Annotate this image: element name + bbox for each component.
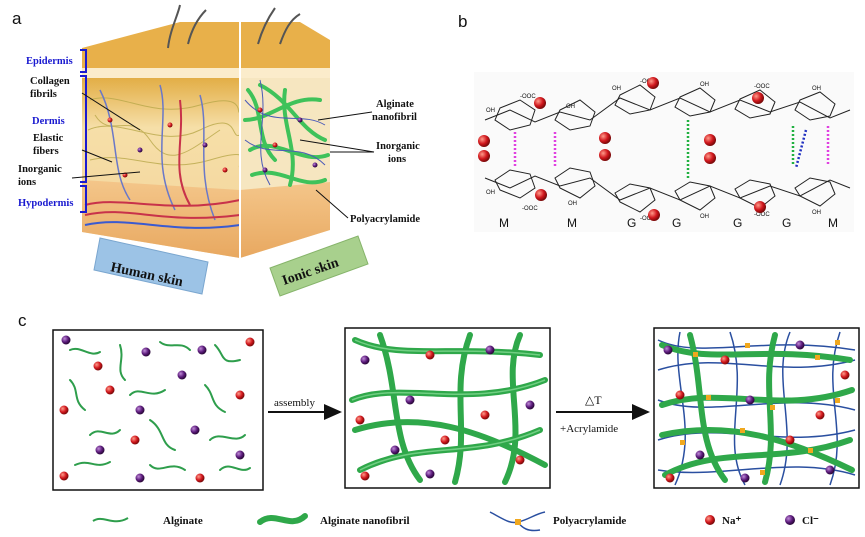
residue-label: G: [672, 216, 681, 230]
panel-b-label: b: [458, 12, 467, 31]
annotation-inorganic-left: Inorganic ions: [18, 164, 64, 188]
legend-polyacrylamide: Polyacrylamide: [553, 515, 626, 527]
svg-text:-OOC: -OOC: [522, 206, 538, 212]
nanofibril-legend-icon: [257, 513, 308, 525]
alginate-legend-icon: [92, 517, 129, 523]
panel-a-label: a: [12, 9, 22, 28]
svg-text:OH: OH: [568, 201, 577, 207]
residue-label: M: [567, 216, 577, 230]
nanofibril-box: [344, 327, 551, 489]
svg-text:-OOC: -OOC: [754, 84, 770, 90]
svg-text:OH: OH: [812, 210, 821, 216]
residue-label: G: [627, 216, 636, 230]
legend-alginate: Alginate: [163, 515, 203, 527]
panel-c: c: [18, 311, 860, 532]
residue-label: G: [733, 216, 742, 230]
right-leader-lines: [299, 111, 375, 219]
assembly-arrow: assembly: [268, 397, 342, 420]
heat-label: △T: [585, 393, 602, 407]
assembly-label: assembly: [274, 397, 315, 409]
hair-strands: [167, 4, 301, 49]
svg-text:-OOC: -OOC: [640, 216, 656, 222]
svg-text:OH: OH: [612, 86, 621, 92]
panel-b: b OH -OOC OH OH -OOC OH -OOC OH: [458, 12, 854, 232]
cl-legend-icon: [785, 515, 795, 525]
legend-na: Na⁺: [722, 515, 741, 527]
ionic-skin-block: [239, 22, 330, 258]
alginate-chains: [484, 84, 851, 213]
legend-cl: Cl⁻: [802, 515, 819, 527]
alginate-solution-box: [52, 329, 264, 491]
svg-text:-OOC: -OOC: [520, 94, 536, 100]
legend-nanofibril: Alginate nanofibril: [320, 515, 410, 527]
na-legend-icon: [705, 515, 715, 525]
residue-label: M: [828, 216, 838, 230]
acrylamide-label: +Acrylamide: [560, 423, 618, 435]
svg-text:-OOC: -OOC: [754, 212, 770, 218]
svg-text:OH: OH: [566, 104, 575, 110]
panel-c-label: c: [18, 311, 27, 330]
residue-labels: M M G G G G M: [499, 216, 838, 230]
legend: Alginate Alginate nanofibril Polyacrylam…: [92, 511, 819, 532]
panel-b-na-ions: [478, 77, 766, 221]
ionic-skin-label: Ionic skin: [269, 235, 369, 297]
annotation-inorganic-right: Inorganic ions: [376, 141, 422, 165]
polymerization-arrow: △T +Acrylamide: [556, 393, 650, 435]
panel-a-ions: [107, 107, 318, 178]
crosslink-legend-icon: [515, 519, 521, 525]
hydrogen-bonds: [513, 120, 830, 180]
annotation-elastic: Elastic fibers: [33, 133, 66, 157]
residue-label: G: [782, 216, 791, 230]
human-skin-block: [82, 22, 243, 258]
svg-text:OH: OH: [700, 82, 709, 88]
layer-epidermis: Epidermis: [26, 56, 73, 67]
svg-text:OH: OH: [486, 108, 495, 114]
residue-label: M: [499, 216, 509, 230]
hydrogel-box: [653, 327, 860, 489]
svg-text:OH: OH: [812, 86, 821, 92]
annotation-nanofibril: Alginate nanofibril: [372, 99, 417, 123]
layer-brackets: [80, 49, 87, 213]
layer-hypodermis: Hypodermis: [18, 198, 73, 209]
annotation-polyacrylamide: Polyacrylamide: [350, 214, 420, 225]
svg-text:OH: OH: [486, 190, 495, 196]
svg-text:OH: OH: [700, 214, 709, 220]
annotation-collagen: Collagen fibrils: [30, 76, 72, 100]
layer-dermis: Dermis: [32, 116, 65, 127]
left-leader-lines: [71, 92, 141, 179]
panel-a: a: [12, 4, 422, 297]
